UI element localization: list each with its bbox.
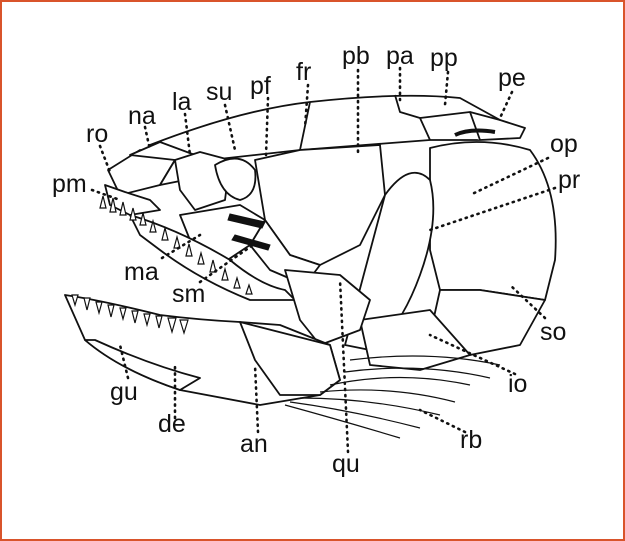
label-op: op — [550, 130, 578, 158]
label-fr: fr — [296, 58, 311, 86]
label-na: na — [128, 102, 156, 130]
label-gu: gu — [110, 378, 138, 406]
label-su: su — [206, 78, 232, 106]
label-ro: ro — [86, 120, 108, 148]
label-qu: qu — [332, 450, 360, 478]
label-pp: pp — [430, 44, 458, 72]
label-pm: pm — [52, 170, 87, 198]
label-an: an — [240, 430, 268, 458]
label-pa: pa — [386, 42, 414, 70]
label-pf: pf — [250, 72, 271, 100]
label-la: la — [172, 88, 192, 116]
label-sm: sm — [172, 280, 205, 308]
label-ma: ma — [124, 258, 159, 286]
label-de: de — [158, 410, 186, 438]
label-io: io — [508, 370, 527, 398]
label-rb: rb — [460, 426, 482, 454]
label-so: so — [540, 318, 566, 346]
label-pe: pe — [498, 64, 526, 92]
label-pr: pr — [558, 166, 580, 194]
label-pb: pb — [342, 42, 370, 70]
